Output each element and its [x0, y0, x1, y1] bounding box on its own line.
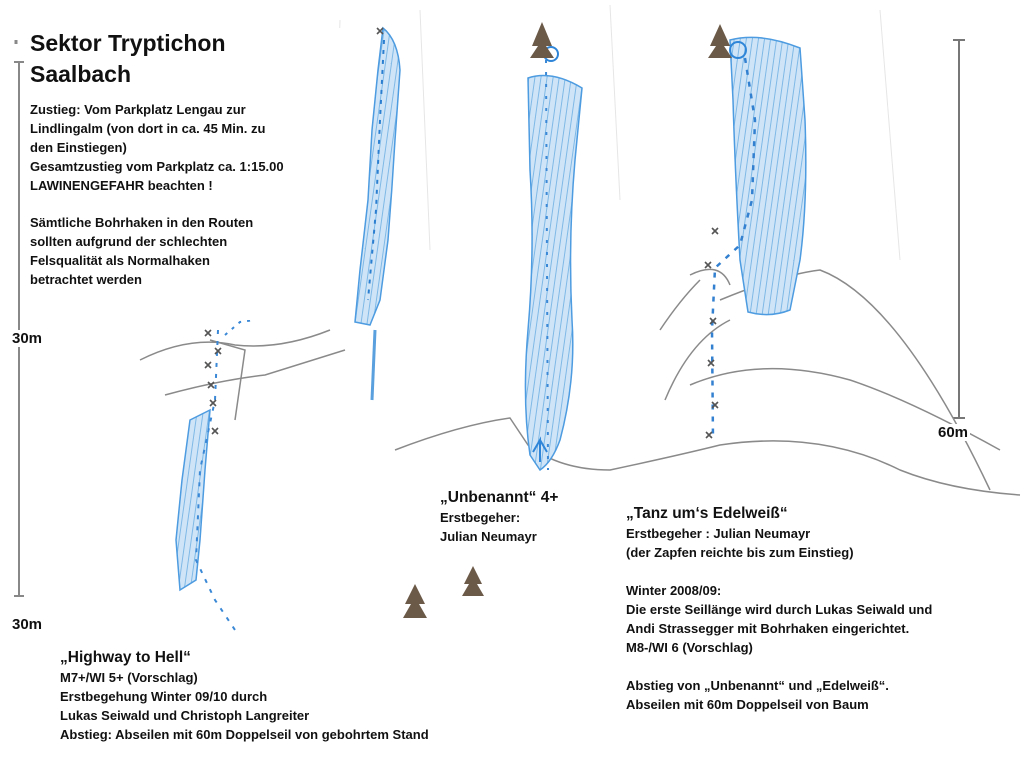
sector-title-line1: Sektor Tryptichon [30, 30, 226, 56]
scale-label-30m-lower: 30m [10, 616, 45, 633]
sector-title-line2: Saalbach [30, 61, 131, 87]
route-name: „Unbenannt“ 4+ [440, 489, 559, 506]
route-info-line: M8-/WI 6 (Vorschlag) [626, 640, 753, 655]
bolt-note-line: Felsqualität als Normalhaken [30, 253, 210, 268]
scale-label-60m: 60m [936, 424, 971, 441]
route-name: „Highway to Hell“ [60, 649, 191, 666]
bolt-marks [204, 27, 719, 439]
route-unbenannt: „Unbenannt“ 4+ Erstbegeher: Julian Neuma… [440, 488, 563, 546]
bolt-note-line: betrachtet werden [30, 272, 142, 287]
route-info-line: Abstieg: Abseilen mit 60m Doppelseil von… [60, 727, 429, 742]
route-info-line: M7+/WI 5+ (Vorschlag) [60, 670, 198, 685]
sector-title: Sektor Tryptichon Saalbach [30, 28, 345, 90]
route-info-line: Erstbegehung Winter 09/10 durch [60, 689, 268, 704]
tree-icons [403, 22, 732, 618]
approach-line: LAWINENGEFAHR beachten ! [30, 178, 213, 193]
scale-bar-right [953, 39, 965, 419]
bolt-note-line: Sämtliche Bohrhaken in den Routen [30, 215, 254, 230]
route-info-line: Winter 2008/09: [626, 583, 722, 598]
scale-label-30m-upper: 30m [10, 330, 45, 347]
approach-line: Gesamtzustieg vom Parkplatz ca. 1:15.00 [30, 159, 284, 174]
approach-line: den Einstiegen) [30, 140, 127, 155]
route-info-line: (der Zapfen reichte bis zum Einstieg) [626, 545, 854, 560]
route-info-line: Lukas Seiwald und Christoph Langreiter [60, 708, 310, 723]
route-info-line: Abstieg von „Unbenannt“ und „Edelweiß“. [626, 678, 889, 693]
ice-column-3 [710, 36, 807, 441]
approach-line: Lindlingalm (von dort in ca. 45 Min. zu [30, 121, 266, 136]
route-highway-to-hell: „Highway to Hell“ M7+/WI 5+ (Vorschlag) … [60, 648, 429, 744]
route-info-line: Andi Strassegger mit Bohrhaken eingerich… [626, 621, 910, 636]
ice-column-2 [524, 46, 583, 472]
route-name: „Tanz um‘s Edelweiß“ [626, 505, 788, 522]
route-tanz-ums-edelweiss: „Tanz um‘s Edelweiß“ Erstbegeher : Julia… [626, 504, 939, 714]
terrain-outlines [139, 268, 1021, 496]
route-info-line: Erstbegeher : Julian Neumayr [626, 526, 811, 541]
ice-column-1 [354, 26, 401, 401]
approach-text: Zustieg: Vom Parkplatz Lengau zur Lindli… [30, 100, 345, 289]
scale-bar-left [14, 40, 24, 597]
background-pencil-lines [329, 4, 901, 321]
ice-column-4 [175, 319, 256, 631]
route-info-line: Erstbegeher: [440, 510, 521, 525]
bolt-note-line: sollten aufgrund der schlechten [30, 234, 228, 249]
info-box: Sektor Tryptichon Saalbach Zustieg: Vom … [30, 28, 345, 320]
route-info-line: Julian Neumayr [440, 529, 537, 544]
approach-line: Zustieg: Vom Parkplatz Lengau zur [30, 102, 246, 117]
route-info-line: Die erste Seillänge wird durch Lukas Sei… [626, 602, 933, 617]
route-info-line: Abseilen mit 60m Doppelseil von Baum [626, 697, 869, 712]
